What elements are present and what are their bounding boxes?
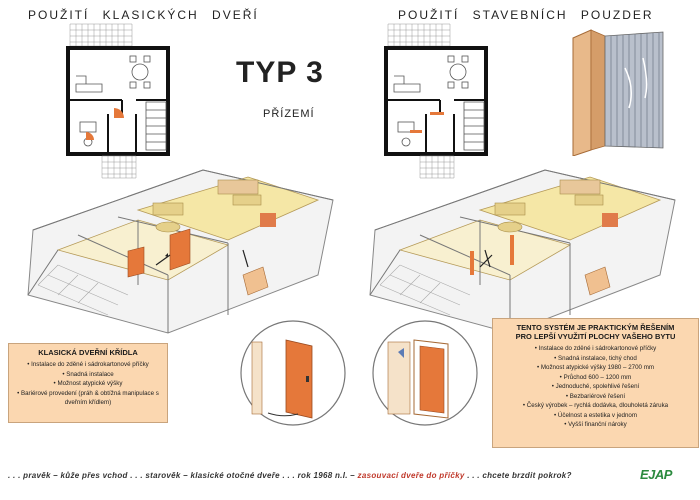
- floor-plan-right: [384, 23, 488, 179]
- door-detail-left: [240, 320, 346, 426]
- list-item: Instalace do zděné i sádrokartonové příč…: [15, 360, 161, 370]
- list-item: Český výrobek – rychlá dodávka, dlouhole…: [497, 401, 694, 411]
- info-box-pocket-list: Instalace do zděné i sádrokartonové příč…: [493, 344, 698, 430]
- info-box-classic-list: Instalace do zděné i sádrokartonové příč…: [9, 360, 167, 408]
- info-box-classic-heading: KLASICKÁ DVEŘNÍ KŘÍDLA: [38, 348, 138, 357]
- list-item: Účelnost a estetika v jednom: [497, 411, 694, 421]
- header-left: POUŽITÍ KLASICKÝCH DVEŘÍ: [28, 8, 259, 22]
- pocket-door-illustration: [572, 29, 664, 156]
- floor-plan-left: [66, 23, 170, 179]
- footer-part-3: . . . chcete brzdit pokrok?: [467, 471, 572, 480]
- info-box-pocket-heading-1: TENTO SYSTÉM JE PRAKTICKÝM ŘEŠENÍM: [516, 323, 675, 332]
- info-box-pocket-heading-2: PRO LEPŠÍ VYUŽITÍ PLOCHY VAŠEHO BYTU: [515, 332, 676, 341]
- info-box-pocket: TENTO SYSTÉM JE PRAKTICKÝM ŘEŠENÍM PRO L…: [492, 318, 699, 448]
- footer-highlight: zasouvací dveře do příčky: [357, 471, 465, 480]
- info-box-classic: KLASICKÁ DVEŘNÍ KŘÍDLA Instalace do zděn…: [8, 343, 168, 423]
- list-item: Jednoduché, spolehlivé řešení: [497, 382, 694, 392]
- list-item: Bariérové provedení (práh & obtížná mani…: [15, 389, 161, 408]
- ejap-logo: EJAP: [640, 467, 672, 482]
- list-item: Snadná instalace: [15, 370, 161, 380]
- header-right: POUŽITÍ STAVEBNÍCH POUZDER: [398, 8, 654, 22]
- list-item: Průchod 600 – 1200 mm: [497, 373, 694, 383]
- house-illustration-right: [369, 169, 676, 334]
- footer-part-1: . . . pravěk – kůže přes vchod . . . sta…: [8, 471, 356, 480]
- list-item: Možnost atypické výšky: [15, 379, 161, 389]
- door-detail-right: [372, 320, 478, 426]
- list-item: Bezbariérové řešení: [497, 392, 694, 402]
- list-item: Instalace do zděné i sádrokartonové příč…: [497, 344, 694, 354]
- floor-label: PŘÍZEMÍ: [263, 108, 315, 120]
- type-title: TYP 3: [236, 56, 324, 89]
- list-item: Vyšší finanční nároky: [497, 420, 694, 430]
- list-item: Možnost atypické výšky 1980 – 2700 mm: [497, 363, 694, 373]
- house-illustration-left: [27, 169, 334, 334]
- footer-text: . . . pravěk – kůže přes vchod . . . sta…: [8, 471, 572, 480]
- list-item: Snadná instalace, tichý chod: [497, 354, 694, 364]
